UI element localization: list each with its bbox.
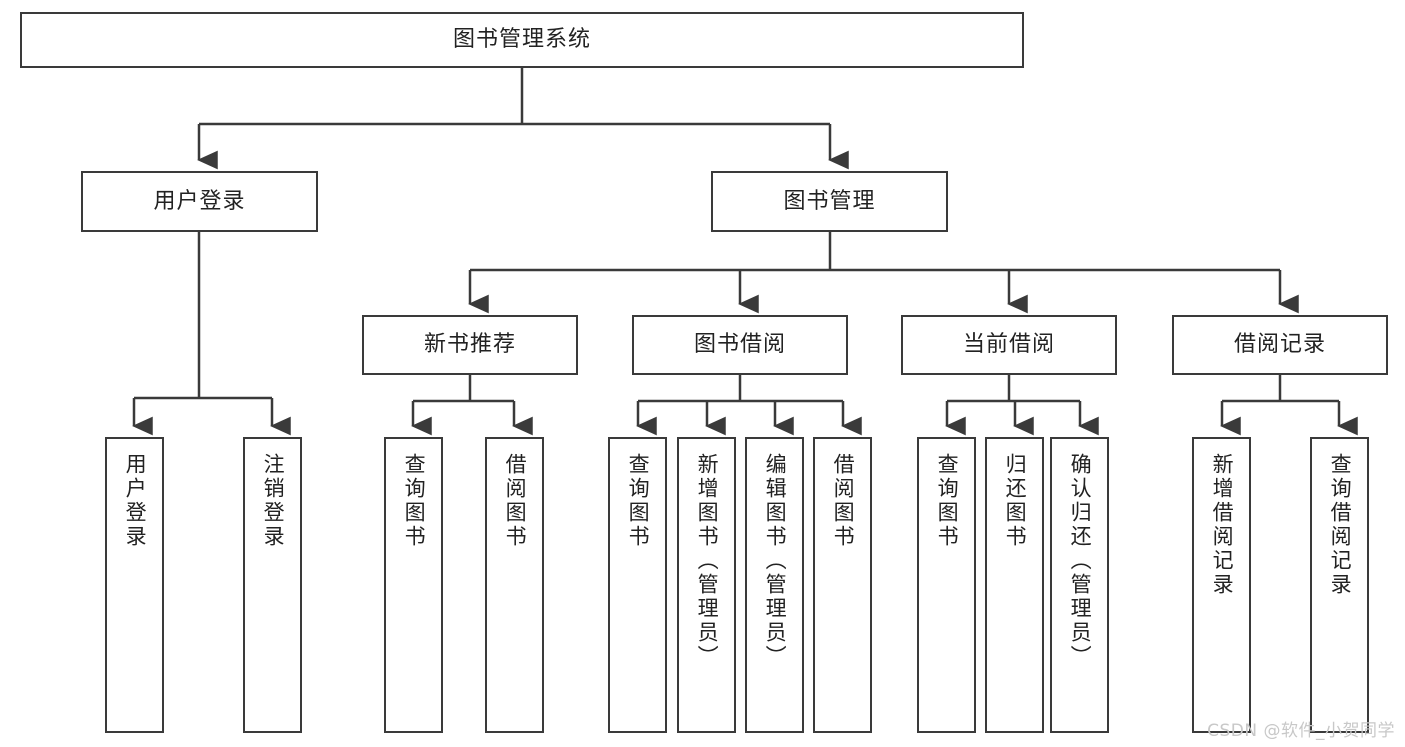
node-label: 注销登录 — [261, 453, 286, 549]
node-book-borrow[interactable]: 图书借阅 — [632, 315, 848, 375]
node-book-management[interactable]: 图书管理 — [711, 171, 948, 232]
node-label: 新增借阅记录 — [1210, 453, 1235, 597]
node-current-borrow[interactable]: 当前借阅 — [901, 315, 1117, 375]
node-leaf-query-book-current[interactable]: 查询图书 — [917, 437, 976, 733]
node-label: 归还图书 — [1003, 453, 1028, 549]
node-leaf-query-book-recommend[interactable]: 查询图书 — [384, 437, 443, 733]
node-leaf-return-book[interactable]: 归还图书 — [985, 437, 1044, 733]
node-label: 查询借阅记录 — [1328, 453, 1353, 597]
node-leaf-add-borrow-record[interactable]: 新增借阅记录 — [1192, 437, 1251, 733]
node-label: 图书借阅 — [693, 332, 786, 358]
node-root-book-management-system[interactable]: 图书管理系统 — [20, 12, 1024, 68]
node-leaf-borrow-book-recommend[interactable]: 借阅图书 — [485, 437, 544, 733]
node-leaf-borrow-book[interactable]: 借阅图书 — [813, 437, 872, 733]
node-new-book-recommend[interactable]: 新书推荐 — [362, 315, 578, 375]
node-label: 新书推荐 — [423, 332, 516, 358]
node-borrow-record[interactable]: 借阅记录 — [1172, 315, 1388, 375]
node-leaf-query-borrow-record[interactable]: 查询借阅记录 — [1310, 437, 1369, 733]
node-label: 查询图书 — [626, 453, 651, 549]
node-label: 新增图书（管理员） — [695, 453, 720, 669]
node-leaf-confirm-return-admin[interactable]: 确认归还（管理员） — [1050, 437, 1109, 733]
node-label: 借阅图书 — [503, 453, 528, 549]
node-label: 查询图书 — [402, 453, 427, 549]
node-leaf-edit-book-admin[interactable]: 编辑图书（管理员） — [745, 437, 804, 733]
node-label: 当前借阅 — [962, 332, 1055, 358]
node-leaf-query-book-borrow[interactable]: 查询图书 — [608, 437, 667, 733]
node-label: 用户登录 — [153, 188, 246, 214]
node-label: 图书管理 — [783, 188, 876, 214]
node-leaf-user-login[interactable]: 用户登录 — [105, 437, 164, 733]
node-label: 借阅记录 — [1233, 332, 1326, 358]
node-user-login[interactable]: 用户登录 — [81, 171, 318, 232]
node-label: 查询图书 — [935, 453, 960, 549]
node-label: 图书管理系统 — [452, 27, 591, 53]
node-leaf-logout-login[interactable]: 注销登录 — [243, 437, 302, 733]
watermark-text: CSDN @软件_小贺同学 — [1207, 721, 1395, 741]
node-label: 确认归还（管理员） — [1068, 453, 1093, 669]
node-label: 借阅图书 — [831, 453, 856, 549]
node-leaf-add-book-admin[interactable]: 新增图书（管理员） — [677, 437, 736, 733]
node-label: 用户登录 — [123, 453, 148, 549]
node-label: 编辑图书（管理员） — [763, 453, 788, 669]
